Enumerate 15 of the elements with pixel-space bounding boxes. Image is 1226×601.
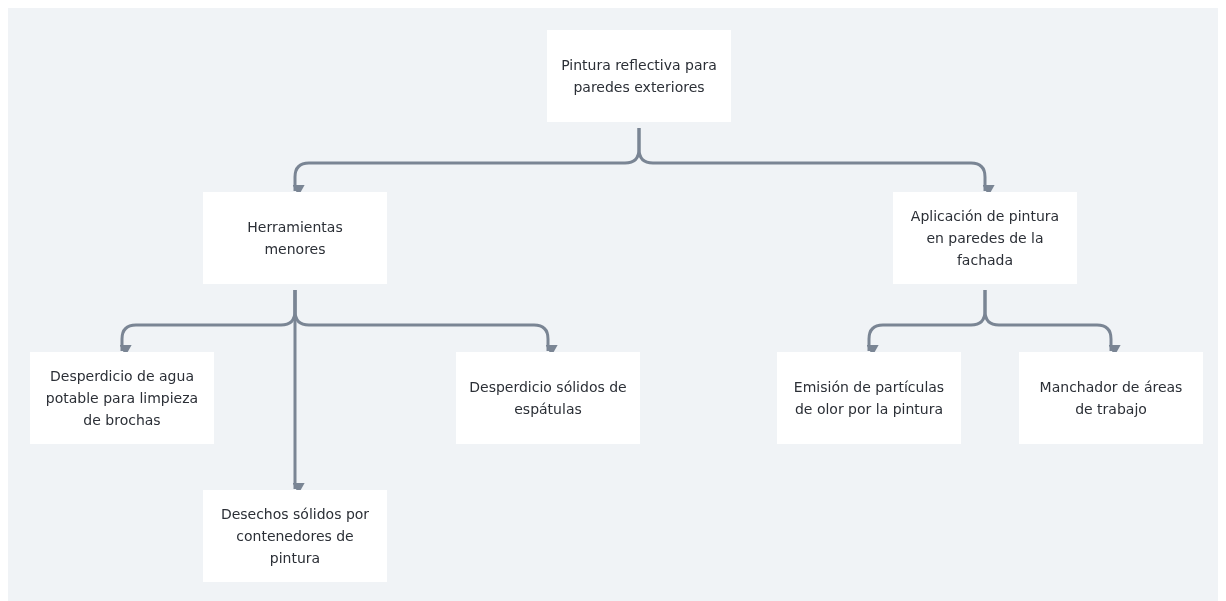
topic-box [203, 192, 387, 284]
topic-label: Manchador de áreas de trabajo [1038, 378, 1184, 419]
topic-box [456, 352, 640, 444]
topic-box [203, 490, 387, 582]
topic-box [30, 352, 214, 444]
topic-label: Desechos sólidos por contenedores de pintura [219, 505, 371, 568]
topic-label: Pintura reflectiva para paredes exteriores [560, 56, 718, 97]
topic-box [1019, 352, 1203, 444]
topic-label: Emisión de partículas de olor por la pintura [792, 378, 946, 419]
topic-box [893, 192, 1077, 284]
topic-label: Desperdicio sólidos de espátulas [468, 378, 628, 419]
topic-box [777, 352, 961, 444]
topic-label: Herramientas menores [246, 218, 344, 259]
topic-label: Desperdicio de agua potable para limpieza de brochas [44, 367, 200, 430]
topic-label: Aplicación de pintura en paredes de la fachada [909, 207, 1061, 270]
